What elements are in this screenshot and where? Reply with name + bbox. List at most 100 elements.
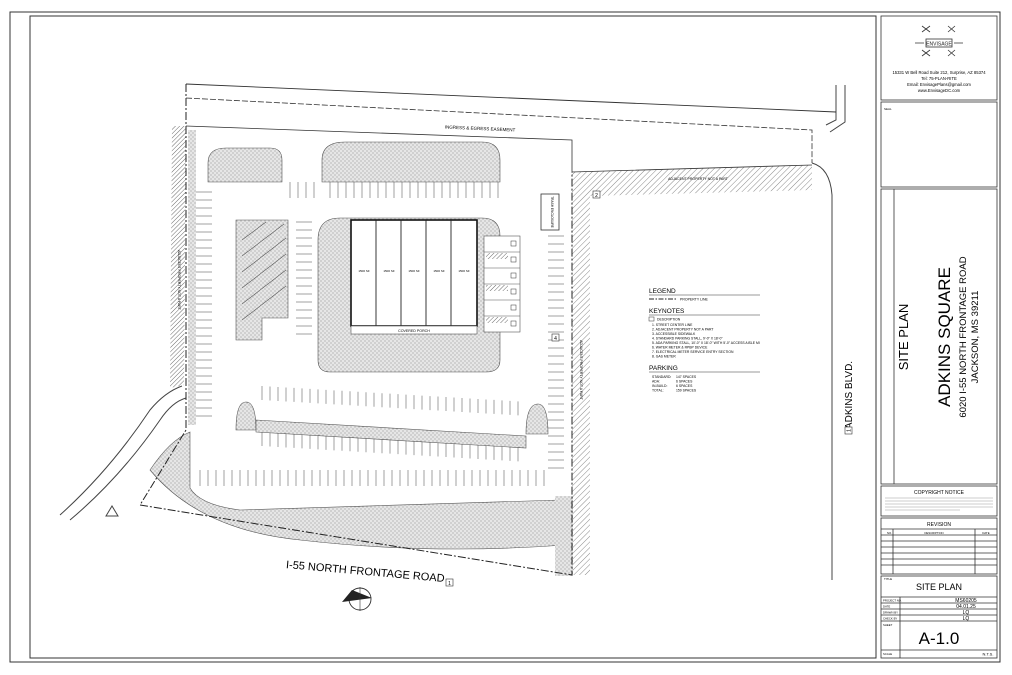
field-label-drawn-by: DRAWN BY	[883, 611, 898, 615]
envisage-logo	[915, 25, 963, 57]
sheet-label: SHEET	[883, 623, 893, 627]
keynote-item: 7. ELECTRICAL METER SERVICE ENTRY SECTIO…	[652, 350, 734, 354]
ada-stall-lines	[484, 251, 520, 317]
field-value-check-by: LQ	[963, 616, 970, 622]
keynote-item: 5. ADA PARKING STALL, 10'-0" X 18'-0" WI…	[652, 341, 760, 345]
adjacent-property-label-west: ADJACENT PROPERTY NOT A PART	[177, 250, 181, 311]
legend-panel: LEGEND PROPERTY LINE KEYNOTES DESCRIPTIO…	[648, 288, 760, 393]
keynote-marker-box	[551, 333, 560, 342]
keynote-marker-box	[592, 190, 601, 199]
revision-col-description: DESCRIPTION	[924, 531, 943, 535]
copyright-title: COPYRIGHT NOTICE	[914, 490, 965, 496]
field-label-date: DATE	[883, 605, 890, 609]
keynote-symbol-icon	[648, 316, 655, 322]
project-name: ADKINS SQUARE	[935, 267, 954, 407]
seal-label: SEAL	[884, 107, 892, 111]
parking-value: 6 SPACES	[676, 384, 693, 388]
revision-col-date: DATE	[982, 531, 989, 535]
parking-value: 6 SPACES	[676, 380, 693, 384]
scale-value: N.T.S.	[983, 652, 994, 657]
angled-stall-lines	[241, 221, 287, 321]
field-value-drawn-by: LQ	[963, 610, 970, 616]
landscape-island-north	[321, 141, 501, 183]
adjacent-property-hatch	[572, 165, 812, 575]
copyright-text-lines	[885, 497, 993, 511]
trash-enclosure	[540, 193, 560, 231]
landscape-island-se	[525, 403, 549, 435]
parking-label: IN-BUILD:	[652, 384, 668, 388]
frontage-road-label: I-55 NORTH FRONTAGE ROAD	[285, 559, 445, 585]
field-value-project-no: MS60205	[955, 598, 977, 604]
parking-label: TOTAL:	[652, 389, 664, 393]
field-label-check-by: CHECK BY	[883, 617, 897, 621]
revision-col-no: NO.	[887, 531, 892, 535]
west-parking-island	[235, 219, 289, 341]
keynote-item: 4. STANDARD PARKING STALL, 9'-0" X 18'-0…	[652, 337, 723, 341]
title-block	[880, 15, 998, 659]
sheet-number: A-1.0	[919, 629, 960, 648]
west-road-curve-2	[69, 397, 187, 521]
covered-porch-label: COVERED PORCH	[398, 329, 430, 333]
field-value-date: 04.01.25	[956, 604, 976, 610]
adkins-blvd-edge	[811, 162, 833, 580]
keynote-marker-box	[844, 426, 853, 435]
keynotes-title: KEYNOTES	[649, 308, 685, 315]
traffic-island	[105, 505, 119, 517]
parking-stalls	[196, 182, 564, 486]
suite-label: 1500 SF	[458, 269, 470, 273]
project-city: JACKSON, MS 39211	[970, 291, 981, 384]
easement-south-line	[185, 125, 813, 173]
suite-label: 1500 SF	[408, 269, 420, 273]
drawing-border	[29, 15, 877, 659]
suite-label: 1500 SF	[433, 269, 445, 273]
north-access-curve-2	[829, 85, 846, 133]
parking-label: ADA:	[652, 380, 660, 384]
suite-label: 1500 SF	[383, 269, 395, 273]
adjacent-property-label: ADJACENT PROPERTY NOT A PART	[668, 177, 729, 181]
property-line	[139, 84, 573, 576]
adkins-blvd-label: ADKINS BLVD.	[844, 361, 855, 429]
firm-tel: Tel: 75-PLAN-RITE	[921, 76, 957, 81]
covered-porch	[350, 325, 478, 335]
firm-web: www.EnvisageDC.com	[918, 88, 961, 93]
keynote-item: 3. ACCESSIBLE SIDEWALK	[652, 332, 696, 336]
keynote-marker: 1	[847, 429, 853, 432]
keynote-item: 2. ADJACENT PROPERTY NOT A PART	[652, 328, 713, 332]
parking-value: 147 SPACES	[676, 375, 697, 379]
project-address: 6020 I-55 NORTH FRONTAGE ROAD	[958, 256, 969, 417]
trash-enclosure-label: TRASH ENCLOSURE	[550, 196, 554, 228]
landscape-island-nw	[207, 147, 283, 183]
outer-border	[9, 11, 1001, 663]
sheet-title: SITE PLAN	[916, 582, 962, 592]
median-island	[255, 419, 527, 449]
parking-value: 159 SPACES	[676, 389, 697, 393]
west-buffer-hatch	[170, 126, 186, 388]
keynote-marker-box	[445, 578, 454, 587]
ada-access-aisles	[486, 253, 508, 323]
suite-label: 1500 SF	[358, 269, 370, 273]
keynote-item: 1. STREET CENTER LINE	[652, 323, 693, 327]
title-label: TITLE	[884, 577, 892, 581]
firm-email: Email: EnvisagePlans@gmail.com	[907, 82, 971, 87]
parking-title: PARKING	[649, 365, 678, 372]
sheet-heading: SITE PLAN	[896, 304, 911, 370]
landscape-island-sw	[235, 401, 257, 431]
keynote-item: 8. GAS METER	[652, 355, 676, 359]
easement-line	[185, 97, 813, 163]
southeast-landscape	[555, 496, 573, 576]
suite-dividers	[375, 220, 452, 326]
north-access-curve	[825, 85, 837, 126]
keynote-marker: 4	[554, 336, 557, 342]
north-property-line	[185, 83, 837, 113]
easement-label: INGRESS & EGRESS EASEMENT	[445, 124, 516, 132]
north-arrow-icon	[342, 587, 372, 611]
legend-property-line: PROPERTY LINE	[680, 298, 709, 302]
keynote-item: DESCRIPTION	[657, 318, 681, 322]
logo-text: ENVISAGE	[926, 42, 952, 48]
revision-title: REVISION	[927, 522, 951, 528]
south-landscape-band	[149, 431, 566, 550]
parking-label: STANDARD:	[652, 375, 671, 379]
west-landscape-strip	[188, 130, 196, 425]
field-label-project-no: PROJECT NO.	[883, 599, 902, 603]
